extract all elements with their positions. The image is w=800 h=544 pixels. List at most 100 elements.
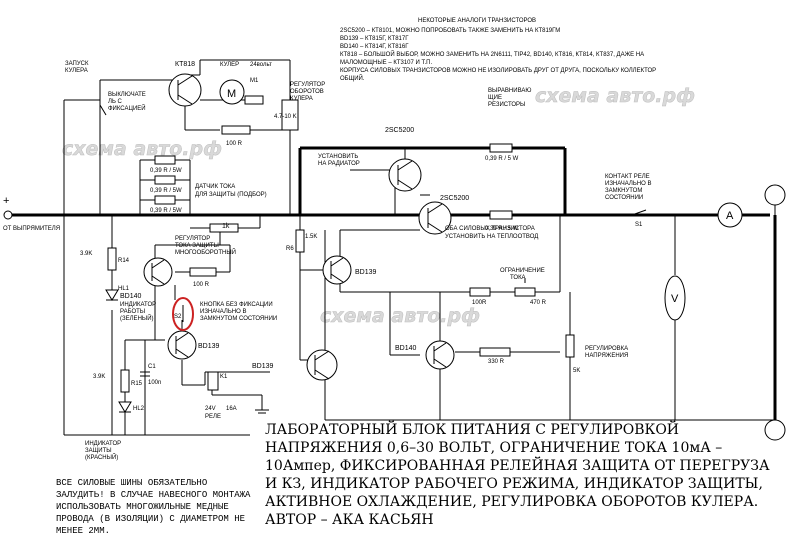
transistor-bd139-right-driver (322, 255, 352, 285)
bus-note-line: МЕНЕЕ 2ММ. (56, 526, 110, 536)
bd140-right-label: BD140 (395, 345, 417, 352)
analogs-title: НЕКОТОРЫЕ АНАЛОГИ ТРАНЗИСТОРОВ (418, 18, 536, 24)
transistor-kt818 (168, 73, 202, 107)
equalizing-resistors-label: РЕЗИСТОРЫ (488, 102, 525, 108)
k1-label: K1 (220, 374, 228, 380)
shunt-b-label: 0,39 R / 5W (150, 188, 182, 194)
title-line: АКТИВНОЕ ОХЛАЖДЕНИЕ, РЕГУЛИРОВКА ОБОРОТО… (265, 494, 758, 510)
analogs-line: BD140 – КТ814Г, КТ816Г (340, 44, 409, 50)
relay-label: РЕЛЕ (205, 414, 221, 420)
analogs-line: BD139 – КТ815Г, КТ817Г (340, 36, 409, 42)
install-radiator-label: УСТАНОВИТЬ (318, 154, 358, 160)
button-label: ИЗНАЧАЛЬНО В (200, 309, 246, 315)
c1-label: C1 (148, 364, 156, 370)
resistor-r14 (107, 247, 117, 271)
bus-note-line: ЗАЛУДИТЬ! В СЛУЧАЕ НАВЕСНОГО МОНТАЖА (56, 490, 251, 500)
bd140-left-label: BD140 (120, 293, 142, 300)
title-line: ЛАБОРАТОРНЫЙ БЛОК ПИТАНИЯ С РЕГУЛИРОВКОЙ (265, 419, 679, 438)
current-sensor-label: ДЛЯ ЗАЩИТЫ (ПОДБОР) (195, 192, 267, 198)
relay-contact-label: ИЗНАЧАЛЬНО В (605, 181, 651, 187)
equalizing-resistors-label: ЩИЕ (488, 95, 502, 101)
bus-note-line: ПРОВОДА (В ИЗОЛЯЦИИ) С ДИАМЕТРОМ НЕ (56, 514, 245, 524)
bd139-c-label: BD139 (252, 363, 274, 370)
watermark-top-right: схема авто.рф (535, 85, 695, 107)
shunt-a-label: 0,39 R / 5W (150, 168, 182, 174)
s2-label: S2 (174, 314, 182, 320)
transistor-bd140-right (425, 340, 455, 370)
transistor-analogs-note: НЕКОТОРЫЕ АНАЛОГИ ТРАНЗИСТОРОВ 2SC5200 –… (340, 18, 656, 82)
wiring (63, 59, 775, 436)
current-limit-label: ОГРАНИЧЕНИЕ (500, 268, 545, 274)
relay-contact-label: КОНТАКТ РЕЛЕ (605, 174, 650, 180)
current-regulator-label: МНОГООБОРОТНЫЙ (175, 248, 236, 256)
bus-note-line: ИСПОЛЬЗОВАТЬ МНОГОЖИЛЬНЫЕ МЕДНЫЕ (56, 502, 229, 512)
resistor-0-39r-bottom-label: 0,39 R / 5 W (485, 226, 519, 232)
resistor-fan-regulator (244, 95, 264, 105)
transistor-2sc5200-top (388, 158, 422, 192)
input-terminal (3, 210, 13, 220)
title-line: И КЗ, ИНДИКАТОР РАБОЧЕГО РЕЖИМА, ИНДИКАТ… (265, 476, 763, 492)
resistor-100r-top-label: 100 R (226, 141, 243, 147)
resistor-100r-top (221, 125, 251, 135)
protection-indicator-label: ИНДИКАТОР (85, 441, 121, 447)
start-cooler-label: ЗАПУСК (65, 61, 89, 67)
r15-label: R15 (131, 381, 143, 387)
both-power-label: УСТАНОВИТЬ НА ТЕПЛООТВОД (445, 234, 538, 240)
ammeter-letter: A (726, 210, 734, 222)
relay-switch-s1 (631, 209, 647, 216)
relay-spec-label: 16A (226, 406, 237, 412)
motor-m1: M (219, 79, 245, 105)
resistor-1-5k-label: 1.5K (305, 234, 317, 240)
resistor-100r-mid (189, 267, 217, 277)
resistor-4-7-10k-label: 4.7-10 K (274, 114, 297, 120)
c1-value-label: 100n (148, 380, 161, 386)
analogs-line: ОБЩИЙ. (340, 74, 365, 82)
fan-regulator-label: ОБОРОТОВ (290, 89, 324, 95)
led-hl2 (118, 401, 132, 413)
current-sensor-label: ДАТЧИК ТОКА (195, 184, 235, 190)
title-block: ЛАБОРАТОРНЫЙ БЛОК ПИТАНИЯ С РЕГУЛИРОВКОЙ… (265, 419, 770, 528)
bd139-a-label: BD139 (355, 269, 377, 276)
title-line: НАПРЯЖЕНИЯ 0,6–30 ВОЛЬТ, ОГРАНИЧЕНИЕ ТОК… (265, 440, 722, 456)
ammeter: A (717, 202, 743, 228)
resistor-0-39r-bottom (489, 210, 513, 220)
transistor-bd139-bottom (306, 349, 338, 381)
resistor-100r-limit (469, 287, 491, 297)
resistor-3-9k-a-label: 3.9K (80, 251, 92, 257)
resistor-3-9k-b-label: 3.9K (93, 374, 105, 380)
current-regulator-label: ТОКА ЗАЩИТЫ (175, 243, 219, 249)
transistor-bd139-left (167, 330, 197, 360)
resistor-0-39r-top-label: 0,39 R / 5 W (485, 156, 519, 162)
resistor-1k-regulator (209, 223, 239, 233)
led-hl1 (105, 289, 119, 301)
watermark-left: схема авто.рф (62, 138, 222, 160)
resistor-330r (479, 347, 511, 357)
transistor-bd140-left (143, 257, 173, 287)
resistor-100r-limit-label: 100R (472, 300, 487, 306)
shunt-resistor-a (154, 155, 176, 165)
shunt-c-label: 0,39 R / 5W (150, 208, 182, 214)
relay-spec-label: 24V (205, 406, 216, 412)
resistor-1k-label: 1k (222, 223, 230, 230)
resistor-0-39r-top (489, 143, 513, 153)
r14-label: R14 (118, 258, 130, 264)
resistor-470r-label: 470 R (530, 300, 547, 306)
hl1-label: HL1 (118, 286, 130, 292)
switch-cooler (99, 95, 107, 116)
from-rectifier-label: ОТ ВЫПРЯМИТЕЛЯ (3, 226, 60, 232)
analogs-line: МАЛОМОЩНЫЕ – КТ3107 И Т.П. (340, 60, 432, 66)
title-line: 10Ампер, ФИКСИРОВАННАЯ РЕЛЕЙНАЯ ЗАЩИТА О… (265, 455, 770, 474)
resistor-5k-voltage (565, 334, 575, 358)
cooler-label: КУЛЕР (220, 62, 239, 68)
kt818-label: КТ818 (175, 61, 195, 68)
protection-indicator-label: (КРАСНЫЙ) (85, 453, 118, 461)
resistor-r6 (295, 229, 305, 253)
switch-fix-label: ВЫКЛЮЧАТЕ (108, 92, 146, 98)
bus-note-line: ВСЕ СИЛОВЫЕ ШИНЫ ОБЯЗАТЕЛЬНО (56, 478, 207, 488)
resistor-470r (514, 287, 536, 297)
relay-coil-k1 (207, 371, 219, 391)
capacitor-c1 (140, 371, 150, 377)
relay-contact-label: ЗАМКНУТОМ (605, 188, 642, 194)
button-label: КНОПКА БЕЗ ФИКСАЦИИ (200, 302, 273, 308)
